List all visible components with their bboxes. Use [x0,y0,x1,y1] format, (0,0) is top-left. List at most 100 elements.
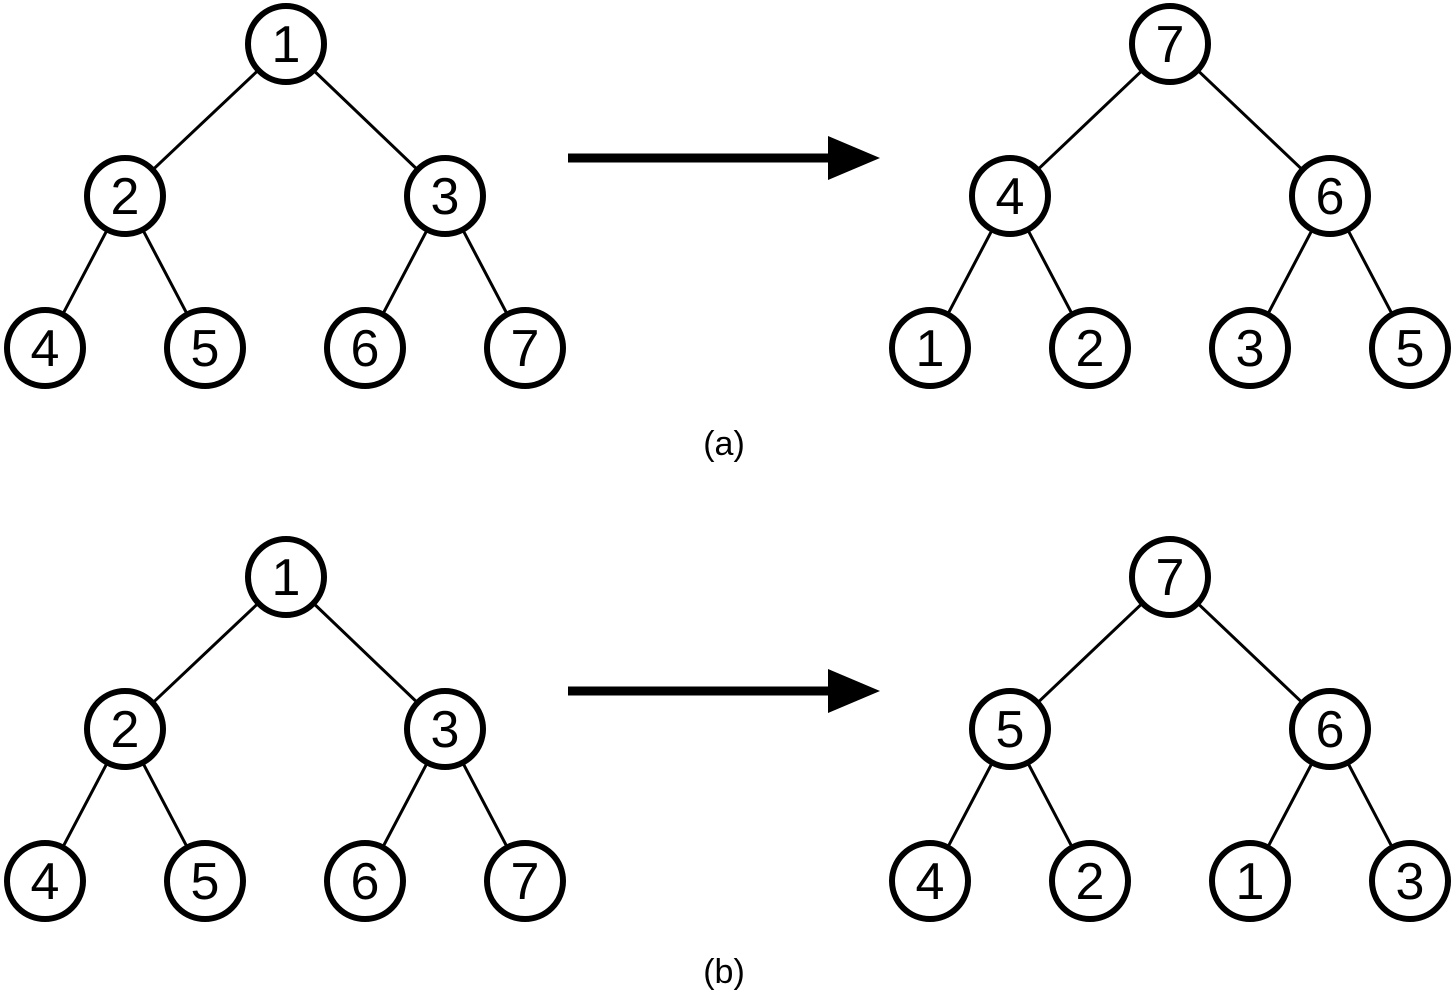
tree-edge [140,227,190,317]
node-circle [404,155,486,237]
node-label: 6 [1316,701,1345,759]
tree-node[interactable]: 4 [4,307,86,389]
node-circle [484,840,566,922]
tree-node[interactable]: 1 [1209,840,1291,922]
node-circle [164,307,246,389]
node-circle [1209,840,1291,922]
tree-node[interactable]: 3 [1209,307,1291,389]
node-circle [1369,840,1451,922]
node-label: 1 [272,549,301,607]
node-label: 5 [1396,320,1425,378]
tree-node[interactable]: 1 [245,3,327,85]
tree-edge [460,760,510,850]
tree-edge [1345,227,1395,317]
tree-node[interactable]: 6 [324,307,406,389]
node-circle [969,155,1051,237]
tree-node[interactable]: 7 [1129,3,1211,85]
transformation-arrow [568,136,880,180]
node-circle [324,840,406,922]
tree-node[interactable]: 6 [324,840,406,922]
tree-edge [140,760,190,850]
node-label: 1 [1236,853,1265,911]
tree-node[interactable]: 5 [164,840,246,922]
tree-node[interactable]: 3 [1369,840,1451,922]
node-circle [324,307,406,389]
node-circle [1049,840,1131,922]
tree-edge [380,227,430,317]
tree-node[interactable]: 2 [1049,307,1131,389]
tree-node[interactable]: 2 [84,155,166,237]
tree-node[interactable]: 2 [1049,840,1131,922]
tree-edge [1265,760,1315,850]
node-label: 6 [1316,168,1345,226]
node-circle [245,536,327,618]
node-label: 7 [511,853,540,911]
tree-a-source: 1 2 3 4 5 6 7 [4,3,566,389]
panel-b: 1 2 3 4 5 6 7 7 5 6 4 2 1 3 (b) [4,536,1451,991]
node-label: 6 [351,320,380,378]
node-label: 2 [111,168,140,226]
node-label: 3 [1396,853,1425,911]
tree-node[interactable]: 7 [484,307,566,389]
node-label: 2 [1076,853,1105,911]
node-circle [84,155,166,237]
node-label: 6 [351,853,380,911]
panel-caption: (a) [703,425,745,463]
node-circle [84,688,166,770]
node-circle [1209,307,1291,389]
tree-node[interactable]: 4 [969,155,1051,237]
tree-edge [1195,67,1305,173]
tree-node[interactable]: 6 [1289,155,1371,237]
tree-edge [945,760,995,850]
node-label: 3 [1236,320,1265,378]
node-label: 7 [1156,16,1185,74]
tree-node[interactable]: 7 [484,840,566,922]
node-circle [4,307,86,389]
tree-edge [150,67,261,173]
node-circle [1049,307,1131,389]
tree-node[interactable]: 4 [889,840,971,922]
tree-node[interactable]: 5 [1369,307,1451,389]
tree-node[interactable]: 7 [1129,536,1211,618]
node-label: 5 [191,320,220,378]
tree-edge [460,227,510,317]
node-circle [1289,688,1371,770]
node-circle [1289,155,1371,237]
node-label: 2 [111,701,140,759]
tree-node[interactable]: 3 [404,155,486,237]
node-circle [4,840,86,922]
tree-edge [1035,67,1145,173]
tree-node[interactable]: 2 [84,688,166,770]
node-circle [164,840,246,922]
tree-edge [150,600,261,706]
node-label: 3 [431,168,460,226]
node-label: 5 [996,701,1025,759]
node-label: 4 [916,853,945,911]
node-circle [245,3,327,85]
arrow-head-icon [828,669,880,713]
tree-node[interactable]: 1 [889,307,971,389]
panel-caption: (b) [703,953,745,991]
tree-node[interactable]: 6 [1289,688,1371,770]
tree-b-target: 7 5 6 4 2 1 3 [889,536,1451,922]
tree-node[interactable]: 5 [164,307,246,389]
node-label: 1 [272,16,301,74]
node-label: 4 [31,320,60,378]
node-label: 4 [31,853,60,911]
node-circle [1369,307,1451,389]
node-circle [484,307,566,389]
node-label: 7 [1156,549,1185,607]
node-circle [889,840,971,922]
tree-node[interactable]: 5 [969,688,1051,770]
node-label: 4 [996,168,1025,226]
tree-node[interactable]: 3 [404,688,486,770]
tree-edge [1035,600,1145,706]
tree-node[interactable]: 1 [245,536,327,618]
tree-edge [1025,227,1075,317]
node-circle [1129,536,1211,618]
node-label: 7 [511,320,540,378]
tree-node[interactable]: 4 [4,840,86,922]
